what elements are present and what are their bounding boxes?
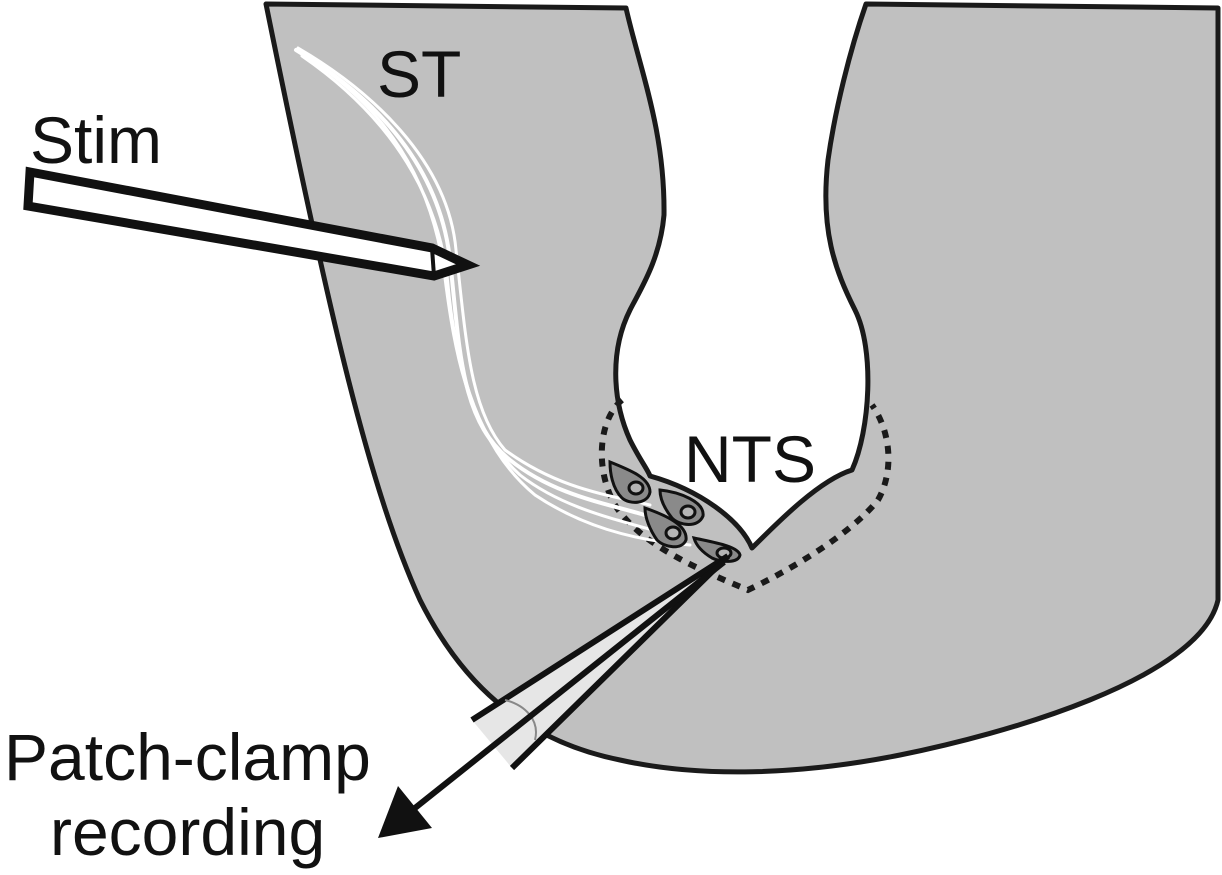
solitary-tract-fibers xyxy=(294,46,692,547)
nts-label: NTS xyxy=(684,422,816,496)
recording-arrow xyxy=(378,559,726,838)
patch-clamp-label: Patch-clamp xyxy=(4,720,371,794)
brainstem-slice xyxy=(263,1,1221,775)
nts-neurons xyxy=(608,459,742,563)
stim-label: Stim xyxy=(30,103,162,177)
recording-label: recording xyxy=(50,795,325,869)
st-label: ST xyxy=(377,37,461,111)
nts-region-outline xyxy=(598,397,892,594)
stimulating-electrode xyxy=(23,166,481,281)
